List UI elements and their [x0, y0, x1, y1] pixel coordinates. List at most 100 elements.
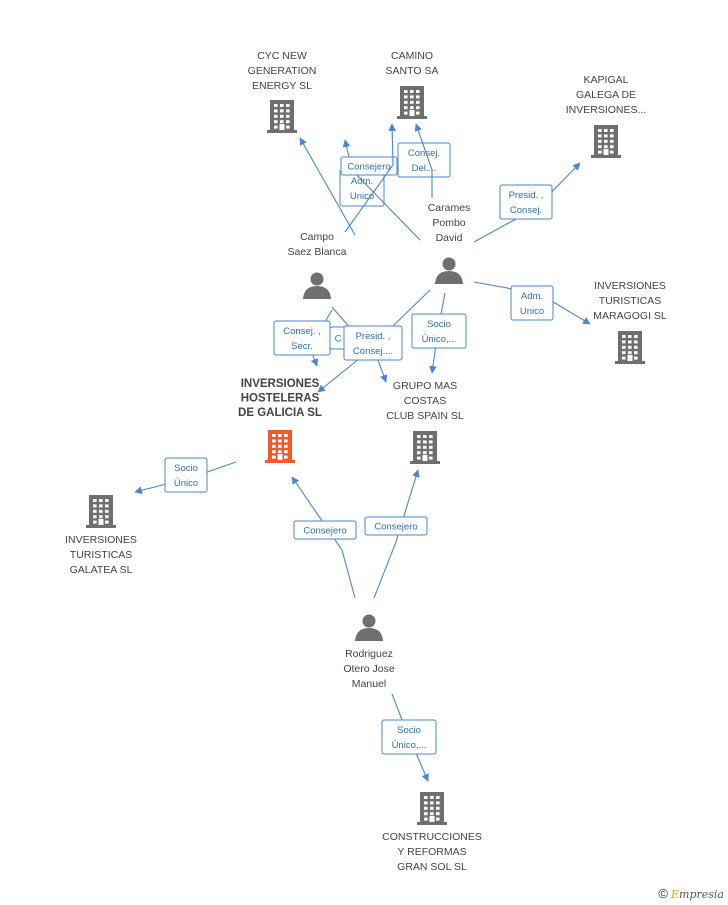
building-icon[interactable] — [397, 86, 427, 119]
node-label: SANTO SA — [386, 65, 439, 77]
edge-arrow — [344, 123, 397, 233]
node-label: MARAGOGI SL — [593, 310, 667, 322]
edge-rodriguezPerson-to-grupomas: Consejero — [364, 469, 428, 599]
edge-role-box[interactable] — [411, 313, 467, 349]
edge-campoPerson-to-cyc: Adm. Unico — [299, 137, 385, 236]
node-label: Campo — [300, 231, 334, 243]
building-icon[interactable] — [86, 495, 116, 528]
building-icon[interactable] — [417, 792, 447, 825]
edge-role-text: Secr. — [291, 341, 313, 352]
node-label: Manuel — [352, 678, 386, 690]
node-camino[interactable]: CAMINO SANTO SA — [386, 50, 439, 119]
edge-role-text: Unico — [350, 191, 374, 202]
node-label: Y REFORMAS — [397, 846, 466, 858]
edge-arrow — [299, 137, 356, 236]
edge-role-badge[interactable]: Consejero — [293, 520, 357, 540]
edge-role-badge[interactable]: Presid. ,Consej.... — [343, 325, 403, 361]
edge-role-text: Consej. — [510, 205, 542, 216]
edge-role-badge[interactable]: Adm. Unico — [510, 285, 554, 321]
edge-role-box[interactable] — [499, 184, 553, 220]
edge-caramesPerson-to-camino — [414, 123, 433, 198]
edge-role-badge[interactable]: Consej.Del.... — [397, 142, 451, 178]
edge-caramesPerson-to-grupomas: SocioÚnico,... — [411, 292, 467, 374]
node-label: ENERGY SL — [252, 80, 312, 92]
edge-role-text: Consejero — [374, 522, 417, 533]
node-label: HOSTELERAS — [241, 393, 320, 405]
person-icon[interactable] — [435, 257, 463, 285]
node-label: TURISTICAS — [70, 549, 132, 561]
edge-role-text: Presid. , — [509, 190, 544, 201]
edge-role-box[interactable] — [293, 520, 357, 540]
edge-role-box[interactable] — [164, 457, 208, 493]
edge-role-text: Consejero — [303, 526, 346, 537]
edge-role-text: Único,... — [392, 740, 427, 751]
node-hosteleras[interactable]: INVERSIONES HOSTELERAS DE GALICIA SL — [238, 378, 322, 463]
edge-role-box[interactable] — [510, 285, 554, 321]
node-label: INVERSIONES — [241, 378, 320, 390]
edge-role-text: Socio — [427, 319, 451, 330]
edge-role-badge[interactable]: Consej. , Secr. — [273, 320, 331, 356]
building-icon[interactable] — [267, 100, 297, 133]
edge-role-badge[interactable]: SocioÚnico,... — [381, 719, 437, 755]
node-label: David — [436, 232, 463, 244]
building-icon[interactable] — [591, 125, 621, 158]
node-label: COSTAS — [404, 395, 446, 407]
edge-role-text: Adm. — [351, 176, 373, 187]
node-label: CLUB SPAIN SL — [386, 410, 464, 422]
edge-role-badge[interactable]: C — [329, 326, 347, 350]
node-label: DE GALICIA SL — [238, 407, 322, 419]
edge-role-badge[interactable]: Consejero — [364, 516, 428, 536]
building-icon[interactable] — [265, 430, 295, 463]
person-icon[interactable] — [303, 272, 331, 300]
node-label: GALEGA DE — [576, 89, 636, 101]
edge-role-text: Socio — [174, 463, 198, 474]
node-grupomas[interactable]: GRUPO MAS COSTAS CLUB SPAIN SL — [386, 380, 464, 464]
edge-role-box[interactable] — [397, 142, 451, 178]
edge-role-text: Presid. , — [356, 331, 391, 342]
copyright-symbol: © — [658, 886, 668, 901]
edge-role-badge[interactable]: Adm. Unico — [339, 169, 385, 207]
node-label: Carames — [428, 202, 471, 214]
building-icon[interactable] — [615, 331, 645, 364]
edge-role-text: Único,... — [422, 334, 457, 345]
edge-role-badge[interactable]: Consejero — [340, 156, 398, 176]
node-cyc[interactable]: CYC NEW GENERATION ENERGY SL — [248, 50, 317, 133]
brand-watermark: © Empresia — [658, 886, 724, 901]
node-label: GRUPO MAS — [393, 380, 457, 392]
edge-role-box[interactable] — [381, 719, 437, 755]
edge-role-box[interactable] — [340, 156, 398, 176]
edge-role-text: Adm. — [521, 291, 543, 302]
edge-role-badge[interactable]: Presid. , Consej. — [499, 184, 553, 220]
node-label: GENERATION — [248, 65, 317, 77]
edge-role-text: Unico — [520, 306, 544, 317]
node-label: Rodriguez — [345, 648, 393, 660]
edge-role-text: Consejero — [347, 162, 390, 173]
edges-layer: Adm.UnicoConsejeroConsej.Del....Presid. … — [134, 123, 591, 782]
edge-role-badge[interactable]: SocioÚnico,... — [411, 313, 467, 349]
node-label: CAMINO — [391, 50, 433, 62]
node-label: CONSTRUCCIONES — [382, 831, 482, 843]
person-icon[interactable] — [355, 614, 383, 642]
edge-role-box[interactable] — [343, 325, 403, 361]
edge-role-text: Socio — [397, 725, 421, 736]
node-label: Otero Jose — [343, 663, 395, 675]
node-label: Saez Blanca — [288, 246, 347, 258]
edge-arrow — [291, 476, 356, 599]
edge-campoPerson-to-camino: Consej.Del.... — [344, 123, 451, 233]
edge-role-text: Único — [174, 478, 198, 489]
nodes-layer: CYC NEW GENERATION ENERGY SL CAMINO SANTO SA… — [65, 50, 667, 873]
edge-role-text: Consej. , — [283, 326, 321, 337]
node-label: CYC NEW — [257, 50, 307, 62]
building-icon[interactable] — [410, 431, 440, 464]
edge-role-box[interactable] — [364, 516, 428, 536]
